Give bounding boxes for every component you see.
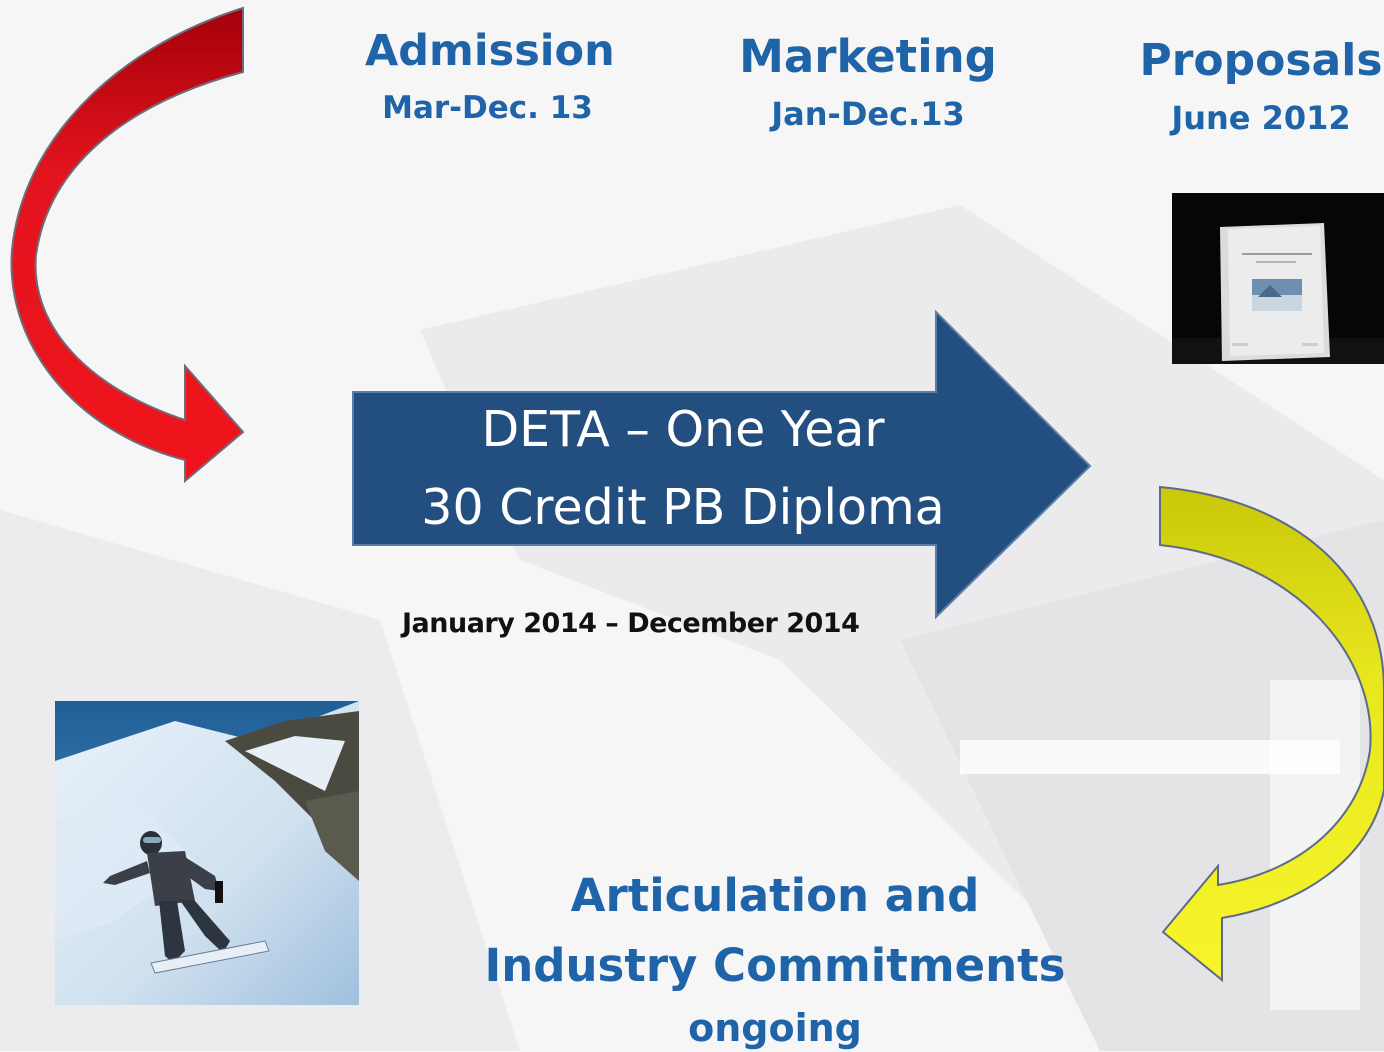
proposals-title: Proposals	[1139, 35, 1383, 86]
admission-date: Mar-Dec. 13	[382, 90, 593, 126]
binder-photo	[1172, 193, 1384, 364]
marketing-step: Marketing Jan-Dec.13	[738, 32, 998, 134]
program-dates: January 2014 – December 2014	[402, 608, 860, 639]
program-name: DETA – One Year	[481, 401, 885, 458]
admission-step: Admission Mar-Dec. 13	[365, 26, 615, 128]
articulation-status: ongoing	[688, 1006, 862, 1050]
proposals-step: Proposals June 2012	[1138, 36, 1384, 138]
marketing-date: Jan-Dec.13	[771, 95, 965, 133]
articulation-line2: Industry Commitments	[484, 939, 1066, 992]
admission-title: Admission	[365, 26, 615, 76]
proposals-date: June 2012	[1171, 99, 1351, 137]
articulation-line1: Articulation and	[570, 869, 980, 922]
program-credit: 30 Credit PB Diploma	[421, 479, 945, 536]
marketing-title: Marketing	[739, 30, 997, 83]
snowboarder-photo	[55, 701, 359, 1005]
